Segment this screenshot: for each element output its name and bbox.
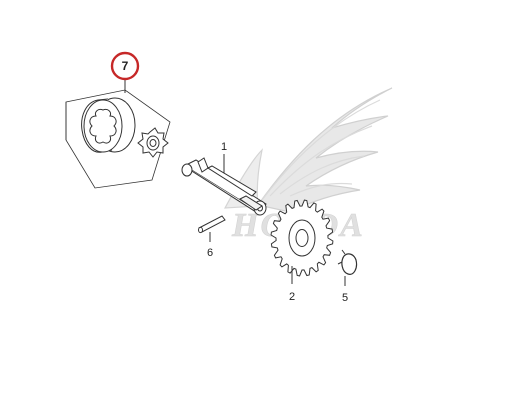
highlight-circle <box>110 51 140 81</box>
gear-hub-inner <box>295 229 309 247</box>
callout-7: 7 <box>122 59 129 73</box>
outer-rotor-lobes <box>89 109 117 144</box>
callout-2: 2 <box>289 291 295 303</box>
pin <box>198 215 226 242</box>
callout-1: 1 <box>221 141 227 153</box>
callout-6: 6 <box>207 247 213 259</box>
circlip <box>337 249 358 286</box>
callout-5: 5 <box>342 292 348 304</box>
gear <box>270 199 334 284</box>
shaft <box>181 154 267 216</box>
oil-pump-rotor-set <box>65 80 171 189</box>
